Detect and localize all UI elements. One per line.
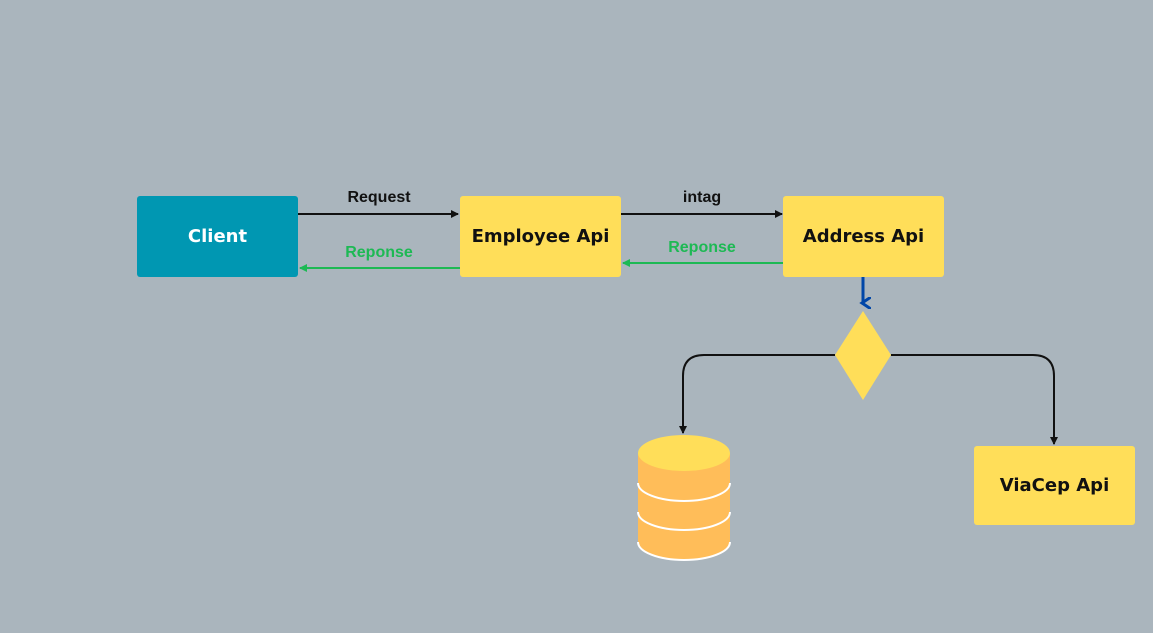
address-api-node: Address Api (783, 196, 944, 277)
reponse-label-client: Reponse (345, 244, 413, 261)
client-node: Client (137, 196, 298, 277)
diamond-icon (835, 311, 891, 400)
request-label: Request (347, 189, 411, 206)
database-cylinder-icon (637, 435, 731, 561)
decision-to-viacep-connector (891, 354, 1058, 445)
viacep-api-node: ViaCep Api (974, 446, 1135, 525)
decision-to-database-connector (679, 354, 835, 434)
reponse-label-employee: Reponse (668, 239, 736, 256)
employee-api-label: Employee Api (471, 226, 610, 247)
viacep-api-label: ViaCep Api (999, 475, 1110, 496)
address-api-label: Address Api (802, 226, 925, 247)
client-label: Client (187, 226, 248, 247)
employee-api-node: Employee Api (460, 196, 621, 277)
intag-label: intag (682, 189, 722, 206)
